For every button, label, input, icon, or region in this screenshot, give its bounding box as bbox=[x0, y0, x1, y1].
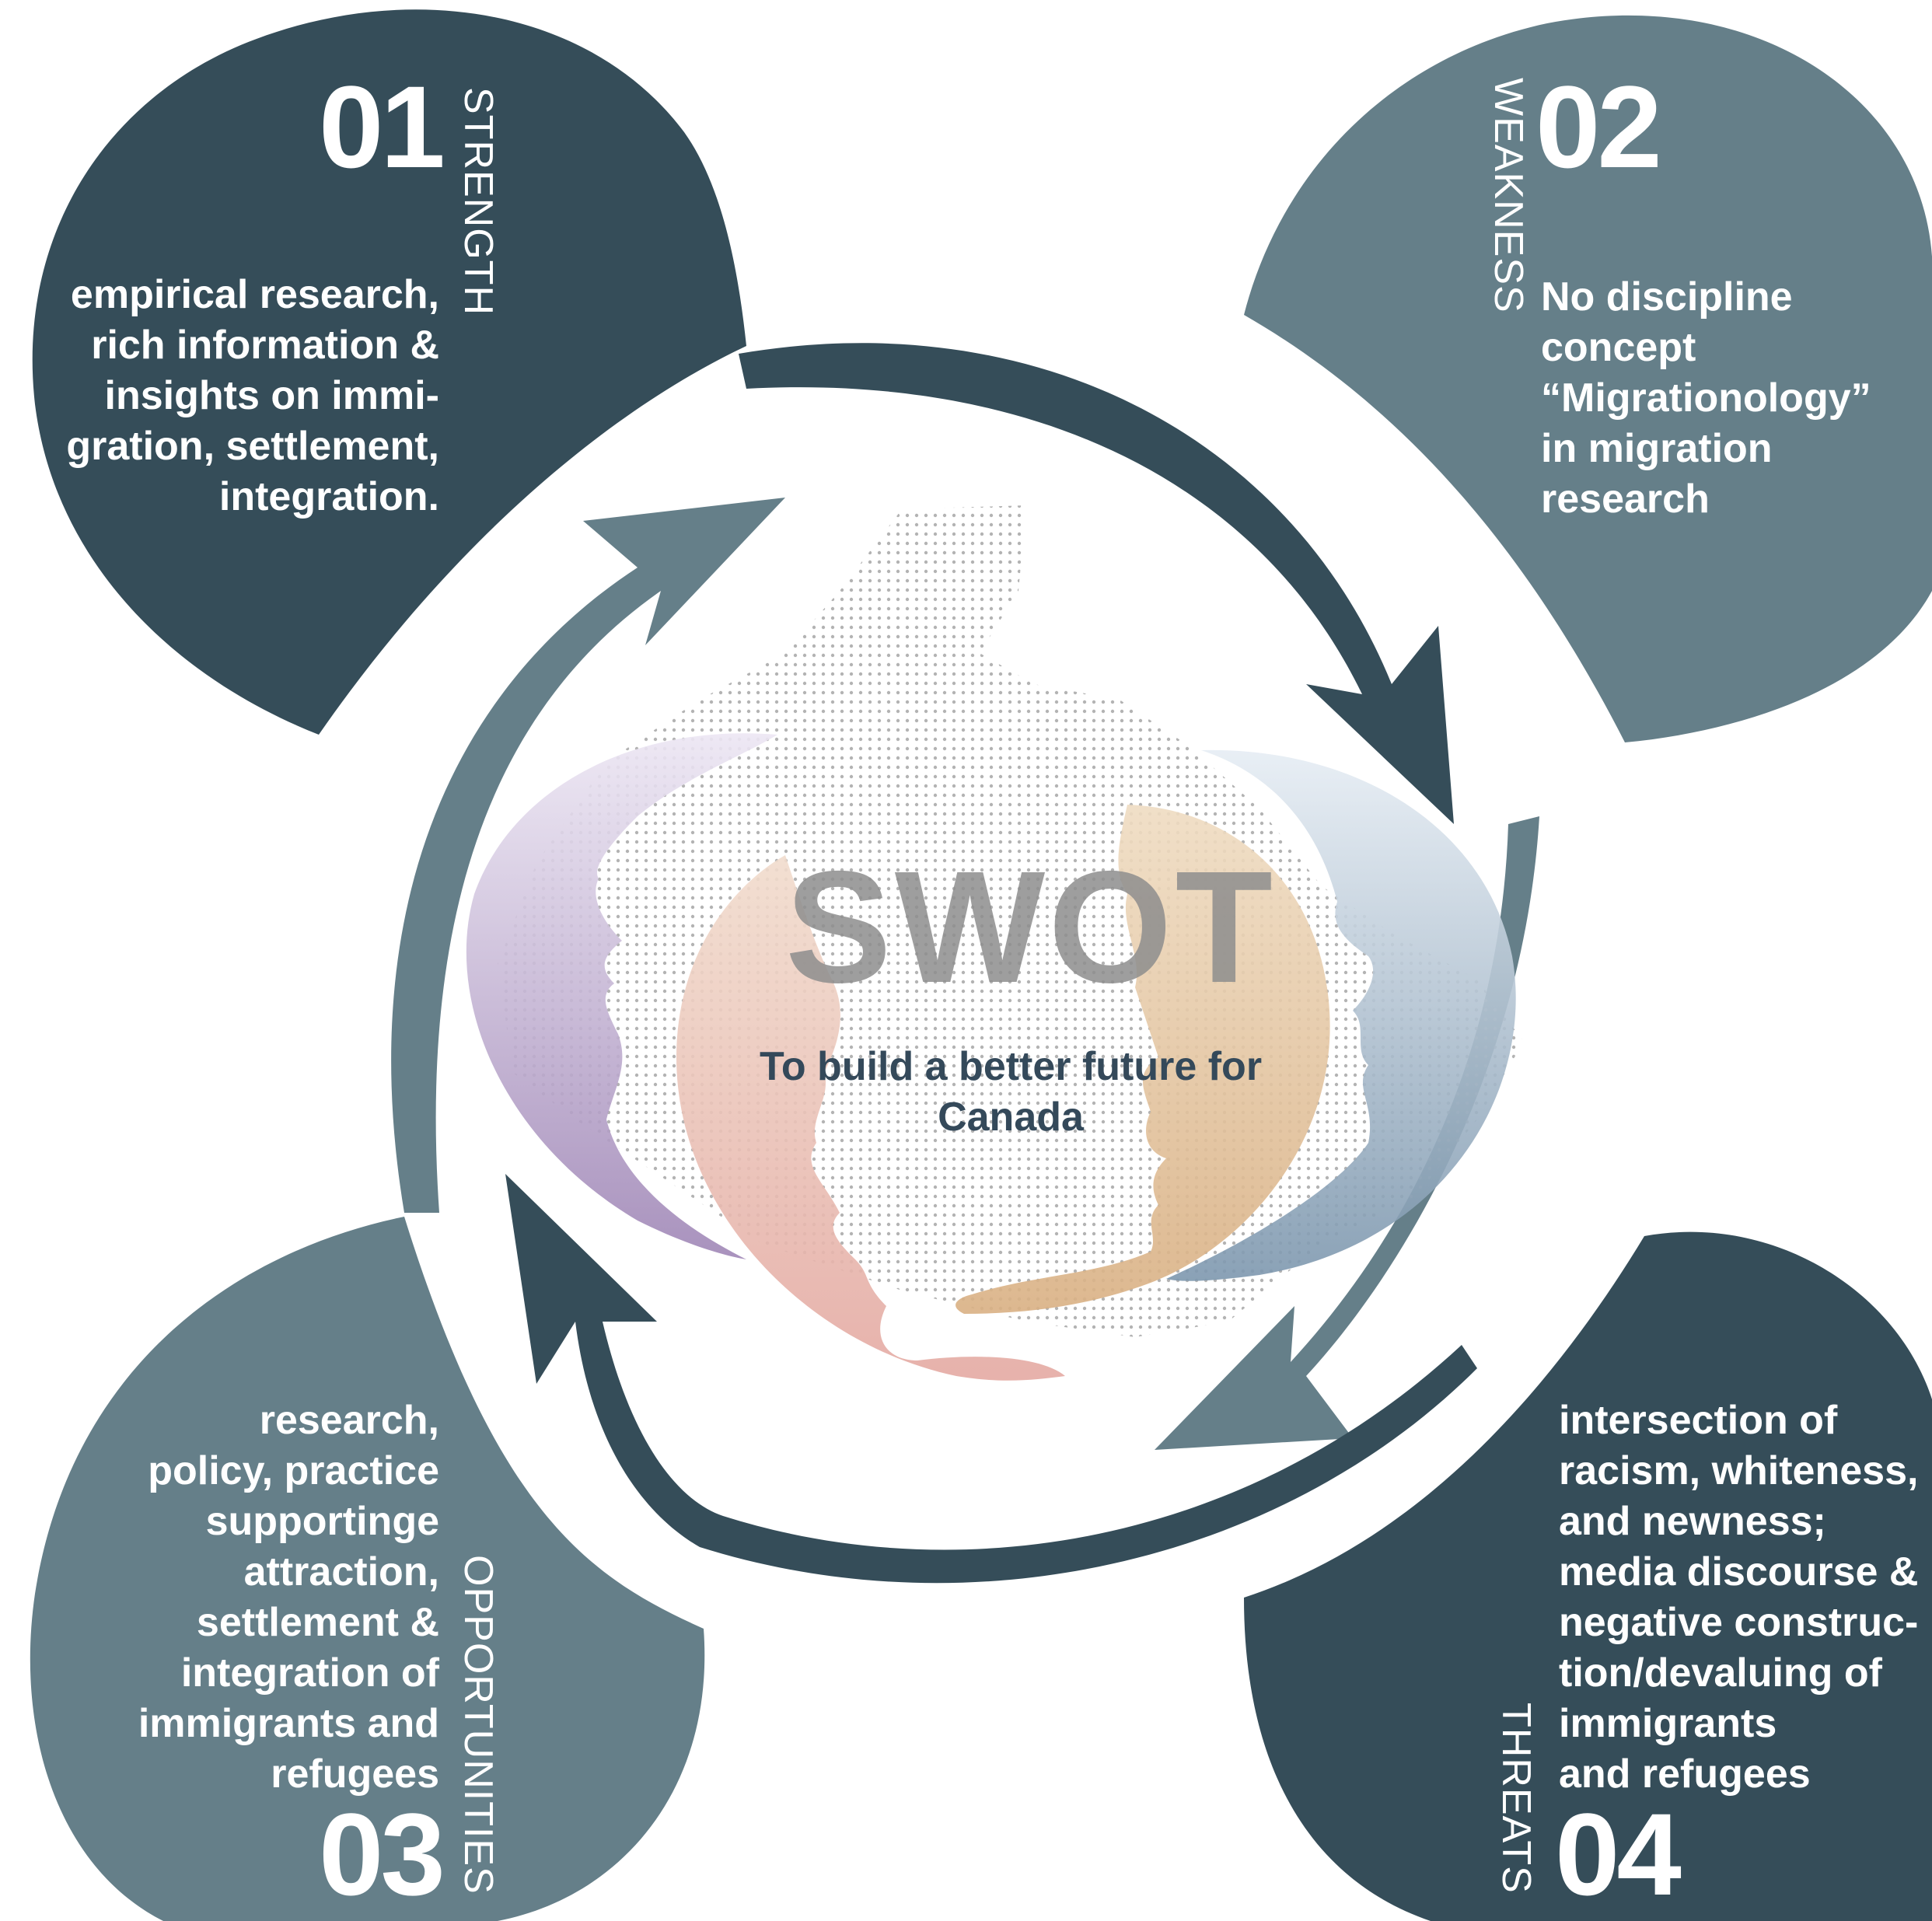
strength-label: STRENGTH bbox=[456, 87, 501, 316]
threats-line-8: and refugees bbox=[1559, 1752, 1811, 1797]
weakness-line-4: in migration bbox=[1541, 426, 1773, 471]
cycle-arrow-bottom-right bbox=[1155, 816, 1539, 1450]
profile-purple bbox=[466, 733, 777, 1259]
strength-line-2: rich information & bbox=[91, 323, 439, 368]
opportunities-label: OPPORTUNITIES bbox=[456, 1555, 501, 1895]
threats-label: THREATS bbox=[1494, 1703, 1539, 1894]
strength-line-4: gration, settlement, bbox=[66, 424, 439, 469]
profile-gold bbox=[956, 805, 1330, 1314]
opportunities-line-6: integration of bbox=[180, 1650, 439, 1696]
weakness-line-2: concept bbox=[1541, 325, 1696, 370]
profile-peach bbox=[676, 855, 1065, 1381]
strength-blob bbox=[32, 9, 746, 735]
opportunities-line-1: research, bbox=[259, 1398, 439, 1443]
strength-number: 01 bbox=[319, 61, 445, 192]
opportunities-blob bbox=[30, 1217, 705, 1921]
opportunities-number: 03 bbox=[319, 1789, 445, 1919]
threats-line-6: tion/devaluing of bbox=[1559, 1650, 1882, 1696]
weakness-line-1: No discipline bbox=[1541, 274, 1793, 320]
opportunities-line-5: settlement & bbox=[196, 1600, 439, 1645]
opportunities-line-3: supportinge bbox=[205, 1499, 439, 1544]
threats-number: 04 bbox=[1555, 1789, 1682, 1919]
weakness-line-3: “Migrationology” bbox=[1541, 375, 1871, 421]
strength-line-3: insights on immi- bbox=[104, 373, 439, 418]
opportunities-line-2: policy, practice bbox=[148, 1448, 439, 1493]
threats-line-5: negative construc- bbox=[1559, 1600, 1919, 1645]
center-tagline: To build a better future for Canada bbox=[759, 1044, 1263, 1140]
strength-body: empirical research, rich information & i… bbox=[31, 270, 439, 522]
threats-blob bbox=[1244, 1231, 1932, 1921]
swot-title: SWOT bbox=[785, 838, 1276, 1016]
threats-line-3: and newness; bbox=[1559, 1499, 1826, 1544]
opportunities-line-8: refugees bbox=[271, 1752, 439, 1797]
threats-line-2: racism, whiteness, bbox=[1559, 1448, 1919, 1493]
cycle-arrow-top-right bbox=[739, 343, 1454, 824]
profile-blue bbox=[1166, 749, 1516, 1281]
cycle-arrow-top-left bbox=[391, 498, 785, 1213]
weakness-line-5: research bbox=[1541, 477, 1710, 522]
opportunities-line-4: attraction, bbox=[243, 1549, 439, 1594]
threats-line-7: immigrants bbox=[1559, 1701, 1777, 1746]
weakness-number: 02 bbox=[1535, 61, 1662, 192]
threats-line-1: intersection of bbox=[1559, 1398, 1838, 1443]
strength-line-1: empirical research, bbox=[70, 272, 439, 317]
threats-line-4: media discourse & bbox=[1559, 1549, 1919, 1594]
weakness-label: WEAKNESS bbox=[1486, 78, 1531, 313]
weakness-blob bbox=[1244, 15, 1932, 743]
opportunities-line-7: immigrants and bbox=[138, 1701, 439, 1746]
opportunities-body: research, policy, practice supportinge a… bbox=[70, 1395, 439, 1800]
threats-body: intersection of racism, whiteness, and n… bbox=[1559, 1395, 1928, 1800]
weakness-body: No discipline concept “Migrationology” i… bbox=[1541, 272, 1914, 525]
strength-line-5: integration. bbox=[218, 474, 439, 519]
